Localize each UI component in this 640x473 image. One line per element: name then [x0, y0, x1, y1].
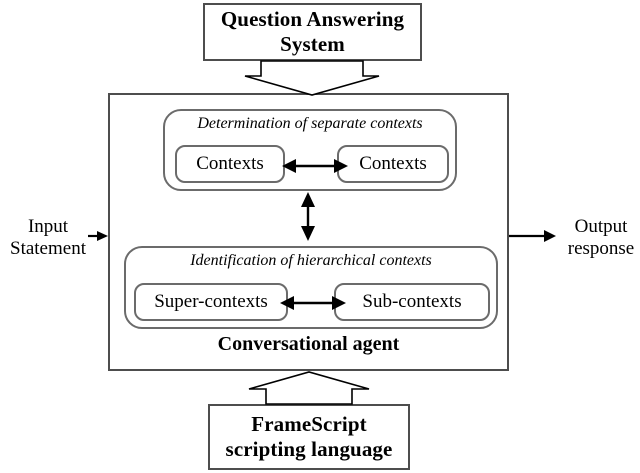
framescript-line-1: FrameScript: [251, 412, 367, 437]
framescript-to-container-block-arrow: [248, 371, 370, 405]
output-response-line-1: Output: [574, 216, 628, 237]
separate-contexts-panel: Determination of separate contexts Conte…: [163, 109, 457, 191]
contexts-right-box: Contexts: [337, 145, 449, 183]
contexts-left-box: Contexts: [175, 145, 285, 183]
hierarchical-contexts-title: Identification of hierarchical contexts: [190, 252, 432, 269]
hierarchical-contexts-panel: Identification of hierarchical contexts …: [124, 246, 498, 329]
qa-system-to-container-block-arrow: [244, 60, 380, 96]
question-answering-system-label: Question Answering System: [221, 7, 404, 57]
output-response-label: Output response: [562, 216, 640, 260]
input-statement-line-2: Statement: [10, 237, 86, 259]
sub-contexts-label: Sub-contexts: [362, 291, 462, 312]
input-statement-line-1: Input: [27, 216, 69, 237]
framescript-line-2: scripting language: [225, 437, 393, 461]
question-answering-system-box: Question Answering System: [203, 3, 422, 61]
separate-contexts-title: Determination of separate contexts: [197, 115, 423, 132]
framescript-label: FrameScript scripting language: [226, 412, 393, 462]
output-response-arrow: [509, 230, 556, 242]
input-statement-label: Input Statement: [2, 216, 94, 260]
output-response-line-2: response: [567, 237, 635, 259]
conversational-agent-label: Conversational agent: [217, 333, 400, 355]
qa-system-line-1: Question Answering: [220, 7, 405, 32]
qa-system-line-2: System: [280, 32, 345, 56]
sub-contexts-box: Sub-contexts: [334, 283, 490, 321]
super-contexts-box: Super-contexts: [134, 283, 288, 321]
contexts-right-label: Contexts: [359, 153, 427, 174]
framescript-box: FrameScript scripting language: [208, 404, 410, 470]
conversational-agent-container: Determination of separate contexts Conte…: [108, 93, 509, 371]
contexts-left-label: Contexts: [196, 153, 264, 174]
super-contexts-label: Super-contexts: [154, 291, 268, 312]
